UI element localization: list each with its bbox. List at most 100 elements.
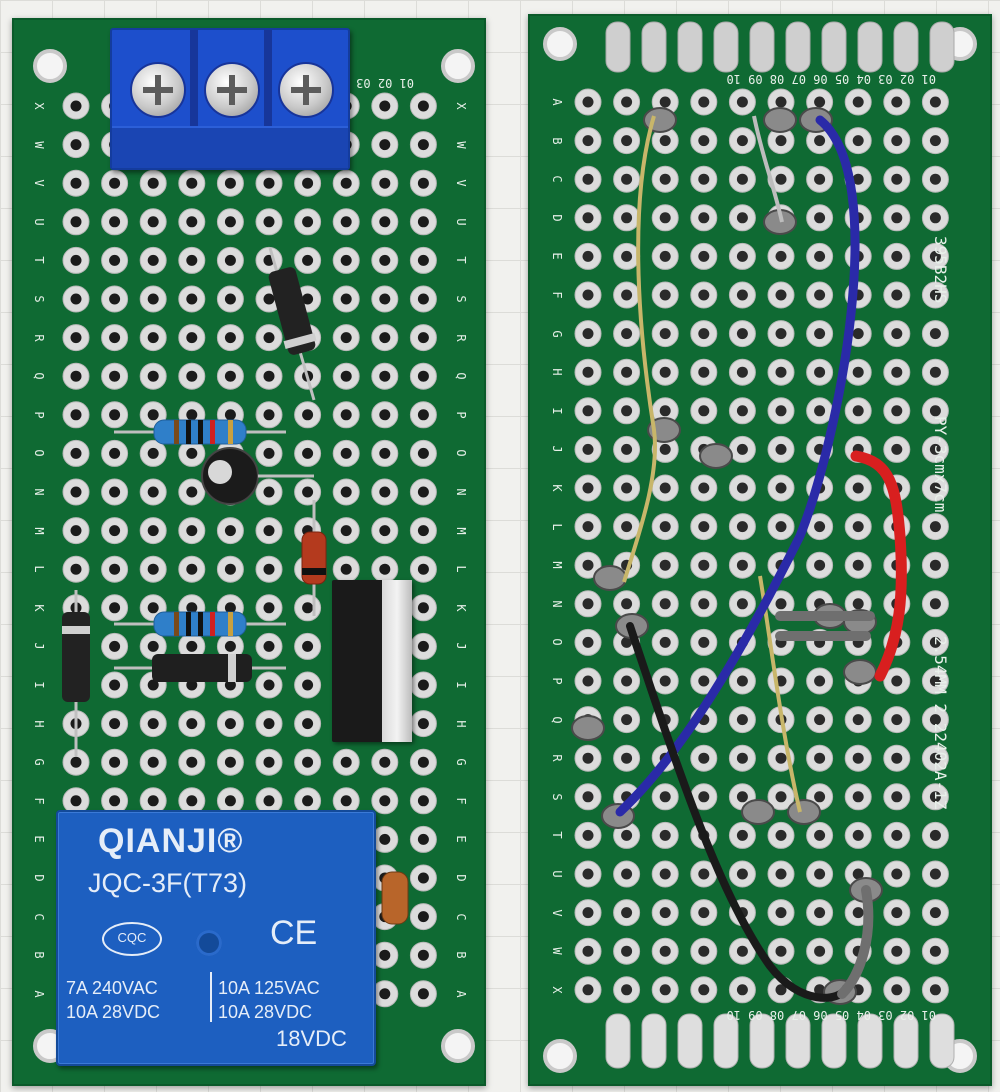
pad-hole — [891, 675, 903, 687]
pad-hole — [891, 328, 903, 340]
pad-hole — [379, 486, 391, 498]
pad-hole — [736, 250, 748, 262]
pad-hole — [379, 756, 391, 768]
pad-hole — [417, 949, 429, 961]
pad-hole — [582, 482, 594, 494]
pad-hole — [147, 525, 159, 537]
pad-hole — [224, 409, 236, 421]
pad-hole — [736, 868, 748, 880]
pad-hole — [224, 679, 236, 691]
edge-pad — [785, 1013, 811, 1069]
pad-hole — [340, 370, 352, 382]
edge-pad — [929, 21, 955, 73]
pad-hole — [736, 289, 748, 301]
pad-hole — [109, 718, 121, 730]
pad-hole — [340, 486, 352, 498]
pad-hole — [659, 289, 671, 301]
row-label: N — [454, 488, 468, 496]
pad-hole — [929, 984, 941, 996]
pad-hole — [224, 563, 236, 575]
row-label: H — [32, 719, 46, 728]
pad-hole — [929, 791, 941, 803]
pad-hole — [929, 907, 941, 919]
pad-hole — [659, 829, 671, 841]
pad-hole — [621, 212, 633, 224]
row-label: E — [454, 835, 468, 843]
pad-hole — [302, 602, 314, 614]
pad-hole — [109, 602, 121, 614]
pad-hole — [379, 447, 391, 459]
pad-hole — [698, 366, 710, 378]
pad-hole — [736, 328, 748, 340]
row-label: E — [32, 835, 46, 843]
pad-hole — [736, 366, 748, 378]
bare-wire — [622, 115, 657, 583]
solder-blob — [699, 443, 733, 469]
diode-band — [283, 332, 317, 349]
pad-hole — [263, 409, 275, 421]
pad-hole — [736, 791, 748, 803]
pad-hole — [109, 177, 121, 189]
pad-hole — [698, 289, 710, 301]
pad-hole — [698, 636, 710, 648]
solder-blob — [843, 659, 877, 685]
pad-hole — [852, 328, 864, 340]
pad-hole — [852, 96, 864, 108]
pad-hole — [147, 486, 159, 498]
pad-hole — [263, 640, 275, 652]
pad-hole — [814, 135, 826, 147]
pad-hole — [263, 332, 275, 344]
pad-hole — [775, 791, 787, 803]
row-label: S — [550, 793, 564, 801]
pad-hole — [852, 598, 864, 610]
pad-hole — [147, 177, 159, 189]
pad-hole — [582, 289, 594, 301]
pad-hole — [698, 405, 710, 417]
pad-hole — [109, 370, 121, 382]
pad-hole — [775, 829, 787, 841]
row-label: B — [32, 951, 46, 959]
pad-hole — [224, 254, 236, 266]
pad-hole — [263, 447, 275, 459]
pad-hole — [659, 366, 671, 378]
pad-hole — [302, 447, 314, 459]
pad-hole — [621, 482, 633, 494]
resistor-band — [198, 612, 203, 636]
pad-hole — [582, 907, 594, 919]
pad-hole — [698, 675, 710, 687]
pad-hole — [814, 945, 826, 957]
pad-hole — [659, 250, 671, 262]
pad-hole — [736, 945, 748, 957]
pad-hole — [302, 486, 314, 498]
resistor-band — [174, 612, 179, 636]
mounting-hole — [441, 1029, 475, 1063]
pad-hole — [621, 752, 633, 764]
pad-hole — [186, 332, 198, 344]
pad-hole — [582, 135, 594, 147]
pad-hole — [147, 756, 159, 768]
row-label: X — [550, 986, 564, 994]
pad-hole — [379, 139, 391, 151]
bare-wire — [752, 115, 784, 223]
back-edge-text-lower: 2.54MM 2 22402A-1Z — [931, 636, 950, 810]
mounting-hole — [543, 1039, 577, 1073]
pad-hole — [775, 250, 787, 262]
row-label: G — [550, 329, 564, 338]
relay-rating-left-2: 10A 28VDC — [66, 1002, 161, 1022]
pad-hole — [263, 718, 275, 730]
pad-hole — [659, 443, 671, 455]
edge-pad — [677, 21, 703, 73]
row-label: O — [454, 449, 468, 457]
pad-hole — [621, 443, 633, 455]
pad-hole — [186, 409, 198, 421]
row-label: C — [32, 912, 46, 921]
pad-hole — [852, 714, 864, 726]
row-label: J — [32, 642, 46, 650]
pad-hole — [109, 679, 121, 691]
pad-hole — [417, 795, 429, 807]
pad-hole — [379, 833, 391, 845]
pad-hole — [582, 752, 594, 764]
pad-hole — [852, 791, 864, 803]
pad-hole — [736, 482, 748, 494]
